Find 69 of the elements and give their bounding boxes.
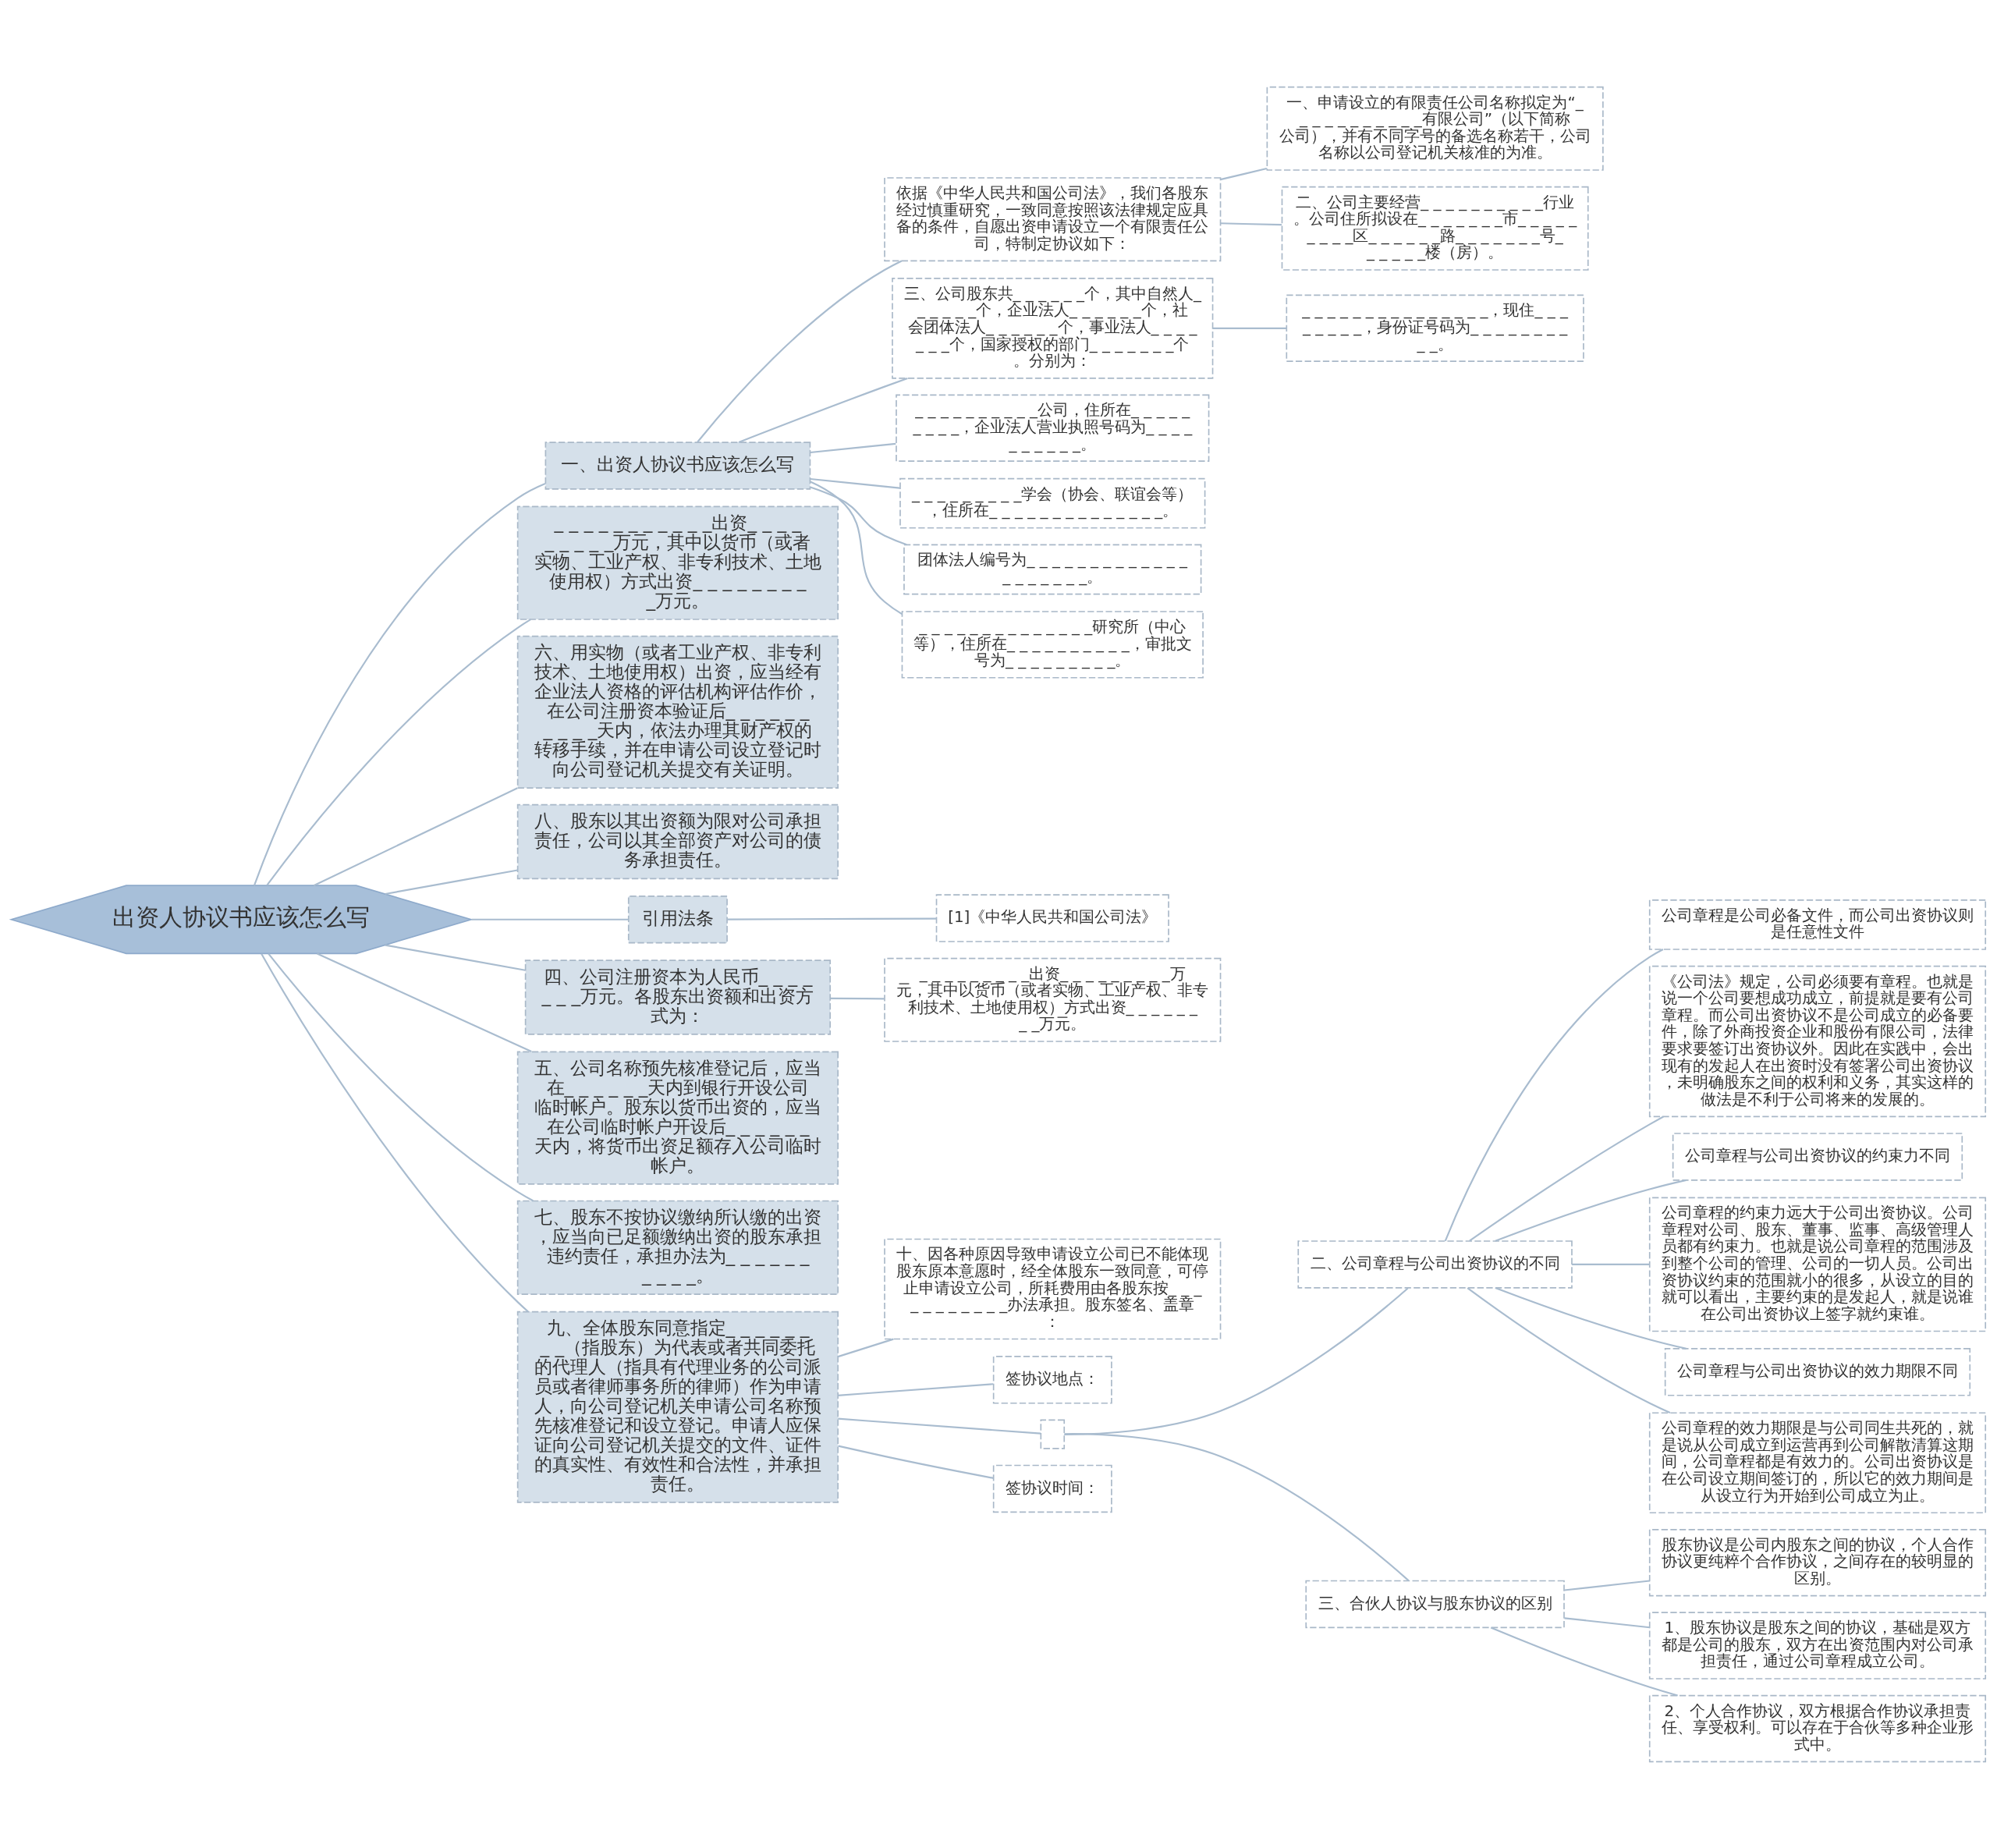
node-box: 七、股东不按协议缴纳所认缴的出资，应当向已足额缴纳出资的股东承担违约责任，承担办法为_ _ _ _ _ _ _ _ _ _。 <box>516 1200 839 1295</box>
connector <box>1495 1179 1687 1242</box>
node-box: 六、用实物（或者工业产权、非专利技术、土地使用权）出资，应当经有企业法人资格的评估机构评估作价，在公司注册资本验证后_ _ _ _ _ _ _ _ _ _天内，依法办理其财产权的转移手续，并在申请公司设立登记时向公司登记机关提交有关证明。 <box>516 635 839 789</box>
connector <box>313 786 518 886</box>
node-box: [1]《中华人民共和国公司法》 <box>935 893 1169 942</box>
node-box: 三、公司股东共_ _ _ _ _ _个，其中自然人_ _ _ _ _ _个，企业法人_ _ _ _ _ _个，社会团体法人_ _ _ _ _ _个，事业法人_ _ _ _ _ _ _个，国家授权的部门_ _ _ _ _ _ _个。分别为： <box>892 277 1214 379</box>
node-box: 1、股东协议是股东之间的协议，基础是双方都是公司的股东，双方在出资范围内对公司承担责任，通过公司章程成立公司。 <box>1648 1611 1987 1680</box>
node-box: 八、股东以其出资额为限对公司承担责任，公司以其全部资产对公司的债务承担责任。 <box>516 803 839 879</box>
connector <box>1495 1286 1687 1350</box>
node-box: 公司章程的约束力远大于公司出资协议。公司章程对公司、股东、董事、监事、高级管理人员都有约束力。也就是说公司章程的范围涉及到整个公司的管理、公司的一切人员。公司出资协议约束的范围就小的很多，从设立的目的就可以看出，主要约束的是发起人，就是说谁在公司出资协议上签字就约束谁。 <box>1648 1196 1987 1332</box>
connector <box>1212 327 1287 329</box>
connector <box>838 1382 994 1396</box>
node-box: 四、公司注册资本为人民币_ _ _ _ _ _ _万元。各股东出资额和出资方式为： <box>524 959 832 1035</box>
connector <box>810 442 896 453</box>
connector <box>830 997 885 999</box>
connector <box>837 1338 894 1357</box>
node-box: _ _ _ _ _ _ _ _ _ _公司，住所在_ _ _ _ _ _ _ _ _，企业法人营业执照号码为_ _ _ _ _ _ _ _ _ _。 <box>896 394 1210 462</box>
connector <box>1467 1286 1671 1413</box>
node-box: 引用法条 <box>627 895 728 943</box>
node-box: _ _ _ _ _ _ _ _ _ _ _ _ _ _研究所（中心等），住所在_ _ _ _ _ _ _ _ _ _，审批文号为_ _ _ _ _ _ _ _ _。 <box>901 610 1204 679</box>
connector <box>810 480 903 615</box>
node-box: 依据《中华人民共和国公司法》，我们各股东经过慎重研究，一致同意按照该法律规定应具备的条件，自愿出资申请设立一个有限责任公司，特制定协议如下： <box>884 176 1222 261</box>
connector <box>1564 1616 1650 1628</box>
node-box: 股东协议是公司内股东之间的协议，个人合作协议更纯粹个合作协议，之间存在的较明显的区别。 <box>1648 1528 1987 1596</box>
node-box: _ _ _ _ _ _ _ _ _出资_ _ _ _ _ _ _ _ _万元，其中以货币（或者实物、工业产权、非专利技术、土地使用权）方式出资_ _ _ _ _ _ _ _万元。 <box>884 957 1222 1042</box>
connector <box>838 1445 994 1479</box>
node-box: _ _ _ _ _ _ _ _ _ _ _出资_ _ _ _ _ _ _ _ _万元，其中以货币（或者实物、工业产权、非专利技术、土地使用权）方式出资_ _ _ _ _ _ _ _ _万元。 <box>516 505 839 620</box>
node-box: 团体法人编号为_ _ _ _ _ _ _ _ _ _ _ _ _ _ _ _ _ _ _ _。 <box>903 544 1202 594</box>
connector <box>261 952 529 1312</box>
node-box: 公司章程是公司必备文件，而公司出资协议则是任意性文件 <box>1648 899 1987 950</box>
connector <box>385 869 518 895</box>
connector <box>1564 1579 1650 1591</box>
connector <box>385 944 526 971</box>
connector <box>317 952 532 1052</box>
connector <box>268 952 534 1201</box>
node-box: 三、合伙人协议与股东协议的区别 <box>1305 1580 1565 1628</box>
node-box: 2、个人合作协议，双方根据合作协议承担责任、享受权利。可以存在于合伙等多种企业形式中。 <box>1648 1694 1987 1762</box>
node-box: 一、出资人协议书应该怎么写 <box>544 441 811 490</box>
connector <box>1064 1287 1409 1435</box>
node-box: 公司章程的效力期限是与公司同生共死的，就是说从公司成立到运营再到公司解散清算这期间，公司章程都是有效力的。公司出资协议是在公司设立期间签订的，所以它的效力期间是从设立行为开始到公司成立为止。 <box>1648 1411 1987 1513</box>
node-box: 《公司法》规定，公司必须要有章程。也就是说一个公司要想成功成立，前提就是要有公司章程。而公司出资协议不是公司成立的必备要件，除了外商投资企业和股份有限公司，法律要求要签订出资协议外。因此在实践中，会出现有的发起人在出资时没有签署公司出资协议，未明确股东之间的权利和义务，其实这样的做法是不利于公司将来的发展的。 <box>1648 965 1987 1117</box>
connector <box>1572 1263 1650 1265</box>
node-box: 九、全体股东同意指定_ _ _ _ _ _ _ _（指股东）为代表或者共同委托的代理人（指具有代理业务的公司派员或者律师事务所的律师）作为申请人，向公司登记机关申请公司名称预先核准登记和设立登记。申请人应保证向公司登记机关提交的文件、证件的真实性、有效性和合法性，并承担责任。 <box>516 1311 839 1503</box>
connector <box>266 618 531 886</box>
node-box: 公司章程与公司出资协议的约束力不同 <box>1672 1132 1963 1181</box>
connector <box>697 259 903 442</box>
connector <box>1469 1116 1664 1242</box>
node-box: _ _ _ _ _ _ _ _ _ _ _ _ _ _ _，现住_ _ _ _ _ _ _ _，身份证号码为_ _ _ _ _ _ _ _ _ _。 <box>1286 294 1584 362</box>
node-box: 十、因各种原因导致申请设立公司已不能体现股东原本意愿时，经全体股东一致同意，可停止申请设立公司，所耗费用由各股东按_ _ _ _ _ _ _ _ _ _ _办法承担。股东签名、盖章： <box>884 1238 1222 1339</box>
node-box: 二、公司章程与公司出资协议的不同 <box>1297 1240 1573 1289</box>
connector <box>838 1417 1041 1435</box>
connector <box>1444 948 1664 1241</box>
node-box: _ _ _ _ _ _ _ _ _学会（协会、联谊会等），住所在_ _ _ _ _ _ _ _ _ _ _ _ _ _。 <box>899 477 1206 529</box>
connector <box>810 486 907 545</box>
node-box: 签协议时间： <box>992 1464 1112 1513</box>
connector <box>1220 167 1268 180</box>
connector <box>253 482 546 886</box>
node-box: 五、公司名称预先核准登记后，应当在_ _ _ _ _ _天内到银行开设公司临时帐户。股东以货币出资的，应当在公司临时帐户开设后_ _ _ _ _ _天内，将货币出资足额存入公司临时帐户。 <box>516 1051 839 1185</box>
connector <box>1064 1432 1410 1581</box>
node-box: 公司章程与公司出资协议的效力期限不同 <box>1664 1347 1971 1396</box>
connector <box>738 377 908 443</box>
node-box: 二、公司主要经营_ _ _ _ _ _ _ _ _ _行业。公司住所拟设在_ _ _ _ _ _ _市_ _ _ _ _ _ _ _ _区_ _ _ _ _ _路_ _ _ _ _ _ _号_ _ _ _ _ _楼（房）。 <box>1281 186 1589 271</box>
node-box <box>1040 1419 1066 1449</box>
connector <box>810 477 900 489</box>
connector <box>1220 222 1282 225</box>
node-box: 一、申请设立的有限责任公司名称拟定为“_ _ _ _ _ _ _ _ _ _ _有限公司”（以下简称公司），并有不同字号的备选名称若干，公司名称以公司登记机关核准的为准。 <box>1266 86 1604 171</box>
connector <box>727 917 937 920</box>
node-box: 签协议地点： <box>992 1355 1112 1404</box>
connector <box>471 918 629 920</box>
